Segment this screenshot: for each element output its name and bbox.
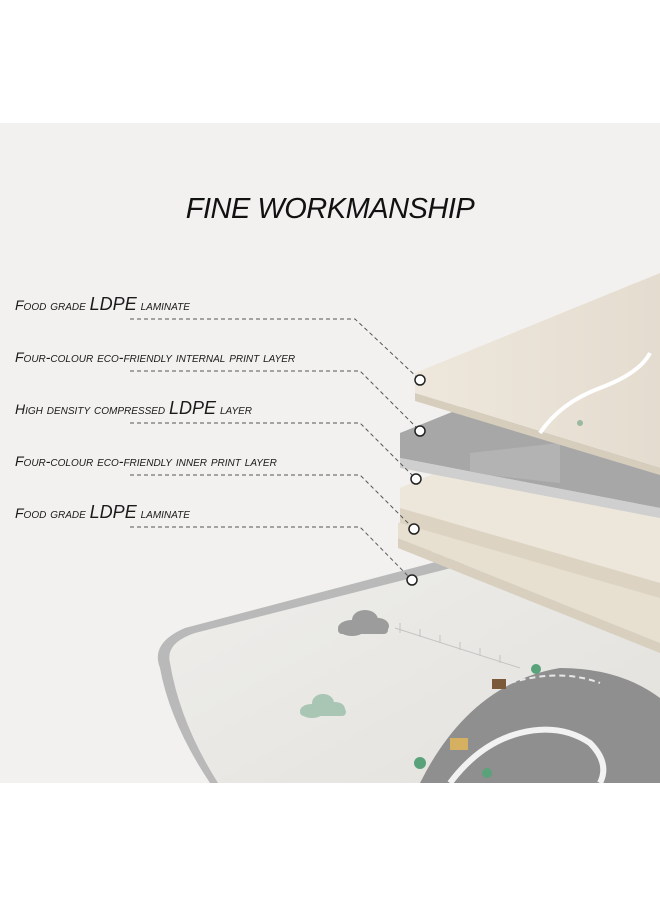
layer-label-2: Four-colour eco-friendly internal print …	[15, 349, 296, 365]
leader-lines	[130, 318, 421, 581]
marker-circle	[406, 574, 418, 586]
marker-circle	[408, 523, 420, 535]
layer-label-5: Food grade LDPE laminate	[15, 502, 190, 522]
layer-label-3: High density compressed LDPE layer	[15, 398, 253, 418]
marker-circle	[410, 473, 422, 485]
marker-circle	[414, 374, 426, 386]
layer-label-1: Food grade LDPE laminate	[15, 294, 190, 314]
infographic-title: FINE WORKMANSHIP	[185, 193, 475, 225]
layer-label-4: Four-colour eco-friendly inner print lay…	[15, 453, 277, 469]
product-infographic: FINE WORKMANSHIP Food grade LDPE laminat…	[0, 123, 660, 783]
cloud-shape-green	[300, 694, 346, 718]
cloud-shape	[338, 610, 389, 636]
layer-diagram	[130, 273, 660, 783]
marker-circle	[414, 425, 426, 437]
top-print-sheet	[415, 273, 660, 475]
